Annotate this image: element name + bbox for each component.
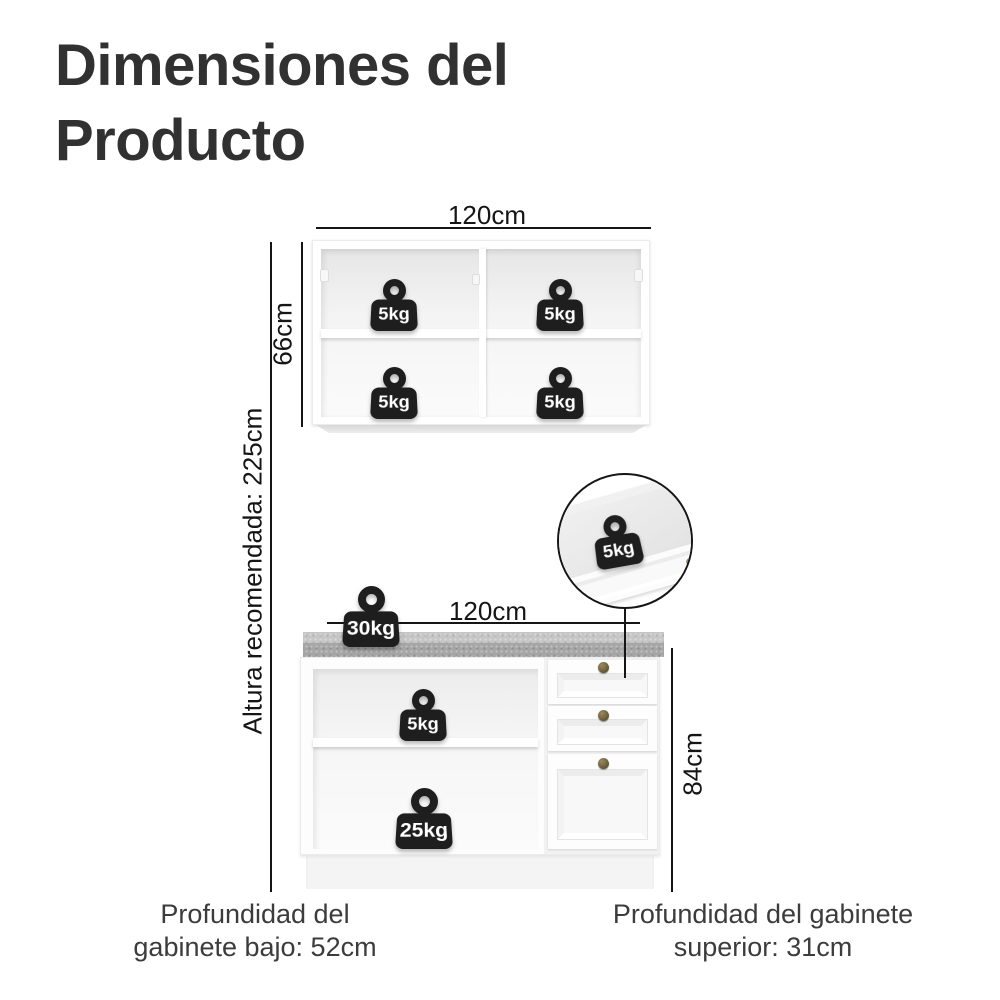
cabinet-door [548, 754, 657, 849]
knob-icon [597, 662, 609, 673]
weight-ring-icon [411, 689, 435, 712]
weight-label: 5kg [543, 392, 577, 412]
lower-height-dimension-label: 84cm [677, 732, 708, 796]
lower-cabinet [300, 657, 660, 855]
lower-cabinet-shelf [313, 738, 538, 747]
drawer-panel [558, 720, 647, 744]
door-panel [558, 770, 647, 839]
weight-label: 5kg [543, 304, 577, 324]
hinge-icon [634, 269, 643, 282]
weight-icon: 5kg [536, 279, 584, 331]
upper-height-dimension-label: 66cm [267, 302, 298, 366]
lower-cabinet-depth-caption: Profundidad del gabinete bajo: 52cm [133, 899, 377, 962]
weight-icon: 5kg [399, 689, 447, 741]
weight-icon: 5kg [370, 279, 418, 331]
knob-icon [597, 710, 609, 721]
drawer-front-top [548, 660, 657, 704]
weight-ring-icon [548, 279, 572, 302]
weight-label: 30kg [346, 617, 396, 640]
upper-cabinet-divider [479, 249, 486, 417]
weight-icon: 30kg [342, 586, 400, 647]
recommended-height-dimension-label: Altura recomendada: 225cm [237, 407, 268, 735]
recommended-height-dimension-line [270, 242, 272, 892]
weight-label: 5kg [377, 392, 411, 412]
upper-cabinet-depth-caption: Profundidad del gabinete superior: 31cm [612, 899, 914, 962]
cabinet-plinth [306, 855, 654, 889]
upper-width-dimension-line [316, 227, 651, 229]
upper-height-dimension-line [301, 242, 303, 427]
knob-icon [597, 758, 609, 769]
weight-label: 25kg [399, 819, 449, 842]
weight-ring-icon [410, 788, 438, 815]
weight-icon: 5kg [536, 367, 584, 419]
weight-label: 5kg [377, 304, 411, 324]
weight-ring-icon [382, 367, 406, 390]
drawer-detail-inset: 5kg [557, 473, 693, 609]
hinge-icon [320, 269, 329, 282]
upper-cabinet [312, 240, 650, 425]
page-title: Dimensiones del Producto [55, 33, 509, 173]
hinge-icon [472, 274, 480, 285]
weight-label: 5kg [406, 714, 440, 734]
weight-icon: 5kg [589, 511, 646, 571]
lower-width-dimension-label: 120cm [448, 596, 528, 626]
weight-ring-icon [382, 279, 406, 302]
drawer-front-middle [548, 706, 657, 751]
upper-width-dimension-label: 120cm [447, 200, 527, 230]
weight-ring-icon [548, 367, 572, 390]
drawer-detail-callout-line [624, 607, 626, 678]
drawer-panel [558, 674, 647, 697]
drawer-column [544, 658, 659, 854]
lower-height-dimension-line [671, 648, 673, 892]
weight-icon: 25kg [395, 788, 453, 849]
lower-width-dimension-line [327, 622, 640, 624]
weight-icon: 5kg [370, 367, 418, 419]
weight-ring-icon [357, 586, 385, 613]
weight-label: 5kg [601, 538, 637, 563]
upper-cabinet-bottom-edge [316, 425, 646, 433]
countertop-top-face [303, 632, 664, 643]
